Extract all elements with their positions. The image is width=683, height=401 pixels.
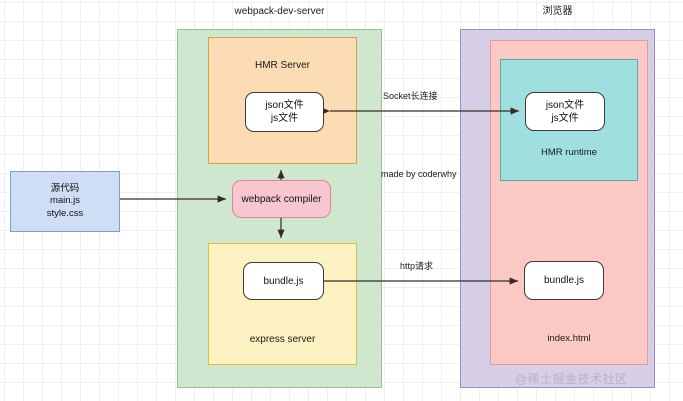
express-server-label: express server — [249, 334, 316, 345]
webpack-compiler-node[interactable]: webpack compiler — [232, 180, 331, 218]
express-bundle-node[interactable]: bundle.js — [243, 262, 324, 300]
source-code-node[interactable]: 源代码 main.js style.css — [10, 171, 120, 232]
socket-edge-label: Socket长连接 — [383, 91, 438, 101]
credit-label: made by coderwhy — [381, 169, 457, 179]
index-bundle-node[interactable]: bundle.js — [524, 261, 604, 300]
watermark-label: @稀土掘金技术社区 — [515, 372, 628, 386]
hmr-server-files-node[interactable]: json文件 js文件 — [245, 92, 324, 132]
index-html-label: index.html — [547, 333, 591, 344]
http-edge-label: http请求 — [400, 261, 434, 271]
hmr-runtime-files-node[interactable]: json文件 js文件 — [525, 92, 605, 131]
hmr-server-label: HMR Server — [254, 60, 310, 71]
webpack-dev-server-title: webpack-dev-server — [234, 6, 325, 17]
browser-title: 浏览器 — [542, 6, 573, 17]
hmr-runtime-label: HMR runtime — [541, 147, 597, 158]
